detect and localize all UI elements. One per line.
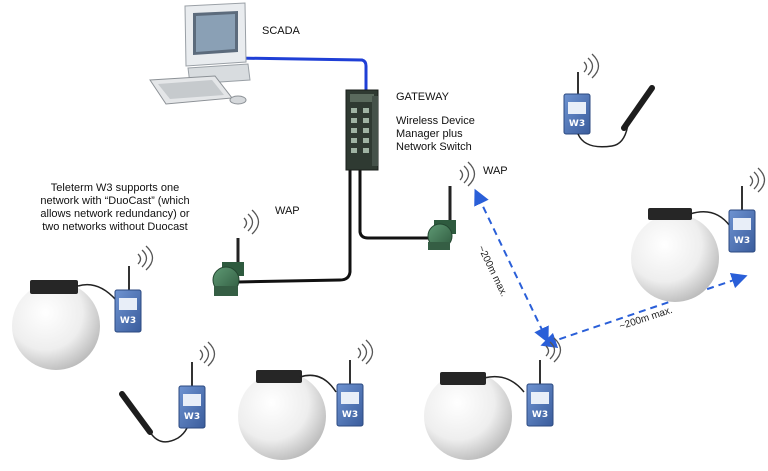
device-cable [77, 283, 117, 301]
device-brand-label: W3 [120, 316, 136, 326]
support-note-line: allows network redundancy) or [40, 208, 190, 220]
wireless-signal-icon [749, 167, 766, 193]
device-brand-label: W3 [734, 236, 750, 246]
wap-label-right: WAP [483, 165, 508, 177]
buoy-sphere-icon [238, 370, 326, 460]
distance-arrow-horizontal [540, 272, 748, 349]
teleterm-w3-device-icon [178, 362, 206, 429]
device-cable [299, 374, 337, 393]
teleterm-w3-device-icon [114, 266, 142, 333]
probe-cable [577, 123, 629, 148]
support-note-line: two networks without Duocast [42, 221, 188, 233]
teleterm-w3-device-icon [563, 72, 591, 135]
device-brand-label: W3 [342, 410, 358, 420]
gateway-switch-icon [345, 89, 379, 171]
probe-sensor-icon [119, 391, 153, 435]
wireless-access-point-icon [427, 186, 456, 250]
gateway-desc-line: Wireless Device [396, 115, 475, 127]
gateway-description: Wireless Device Manager plus Network Swi… [396, 115, 516, 154]
teleterm-w3-device-icon [526, 360, 554, 427]
ethernet-cable-right [358, 170, 428, 240]
support-note-line: network with “DuoCast” (which [40, 195, 190, 207]
wireless-signal-icon [243, 209, 260, 235]
device-brand-label: W3 [569, 119, 585, 129]
distance-arrow-vertical [474, 188, 549, 344]
wireless-access-point-icon [212, 238, 244, 296]
support-note-line: Teleterm W3 supports one [50, 182, 180, 194]
gateway-desc-line: Manager plus [396, 128, 463, 140]
wap-label-left: WAP [275, 205, 300, 217]
wireless-signal-icon [137, 245, 154, 271]
wireless-signal-icon [583, 53, 600, 79]
device-brand-label: W3 [532, 410, 548, 420]
scada-label: SCADA [262, 25, 300, 37]
wireless-signal-icon [357, 339, 374, 365]
scada-gateway-link [234, 56, 368, 92]
ethernet-cable-left [237, 170, 352, 284]
wireless-signal-icon [459, 161, 476, 187]
gateway-label: GATEWAY [396, 91, 449, 103]
teleterm-w3-device-icon [728, 186, 756, 253]
buoy-sphere-icon [631, 208, 719, 302]
probe-sensor-icon [621, 85, 655, 131]
device-cable [483, 375, 525, 393]
wireless-signal-icon [199, 341, 216, 367]
buoy-sphere-icon [12, 280, 100, 370]
gateway-desc-line: Network Switch [396, 141, 472, 153]
computer-icon [149, 2, 251, 105]
device-cable [689, 211, 731, 227]
teleterm-w3-device-icon [336, 360, 364, 427]
wireless-signal-icon [545, 337, 562, 363]
support-note: Teleterm W3 supports one network with “D… [30, 182, 200, 234]
buoy-sphere-icon [424, 372, 512, 460]
device-brand-label: W3 [184, 412, 200, 422]
